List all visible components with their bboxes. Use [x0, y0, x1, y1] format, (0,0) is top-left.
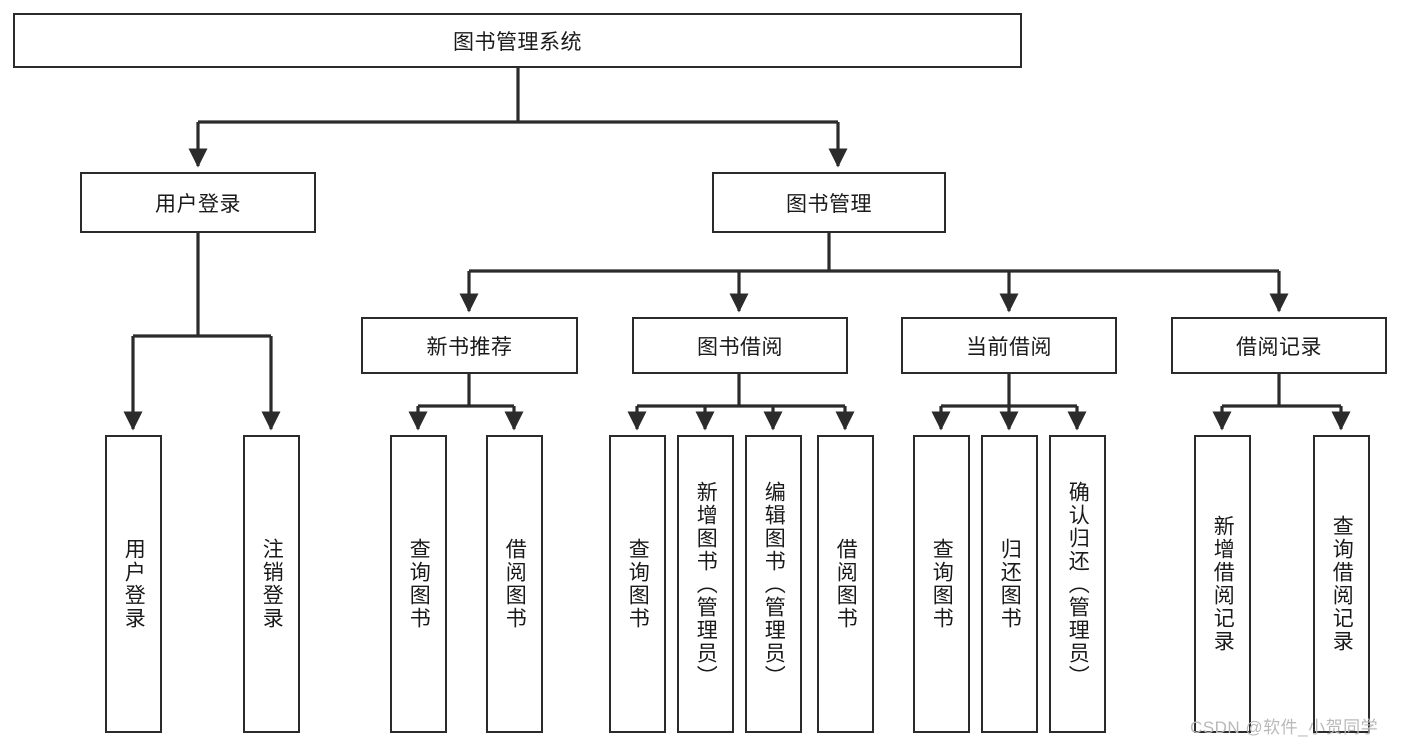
node-leaf-confirm-return-label: 确认归还（管理员） — [1066, 480, 1090, 688]
node-leaf-query-record-label: 查询借阅记录 — [1330, 515, 1354, 653]
node-current-borrow-label: 当前借阅 — [966, 335, 1052, 359]
node-user-login[interactable]: 用户登录 — [80, 172, 316, 233]
node-leaf-add-book-label: 新增图书（管理员） — [694, 480, 718, 688]
node-leaf-confirm-return[interactable]: 确认归还（管理员） — [1049, 435, 1106, 733]
watermark-text: CSDN @软件_小贺同学 — [1190, 718, 1379, 737]
node-new-book-recommend[interactable]: 新书推荐 — [361, 317, 578, 374]
node-user-login-label: 用户登录 — [155, 192, 241, 216]
node-root-label: 图书管理系统 — [453, 30, 582, 54]
node-leaf-edit-book-label: 编辑图书（管理员） — [762, 480, 786, 688]
node-leaf-query-book-1-label: 查询图书 — [407, 538, 431, 630]
node-leaf-user-login[interactable]: 用户登录 — [105, 435, 162, 733]
node-leaf-query-record[interactable]: 查询借阅记录 — [1313, 435, 1370, 733]
node-leaf-user-logout[interactable]: 注销登录 — [243, 435, 300, 733]
node-leaf-borrow-book-1-label: 借阅图书 — [503, 538, 527, 630]
node-book-manage-label: 图书管理 — [786, 192, 872, 216]
node-leaf-add-book[interactable]: 新增图书（管理员） — [677, 435, 734, 733]
node-leaf-user-login-label: 用户登录 — [122, 538, 146, 630]
node-leaf-query-book-2-label: 查询图书 — [626, 538, 650, 630]
node-leaf-query-book-1[interactable]: 查询图书 — [390, 435, 447, 733]
node-leaf-return-book[interactable]: 归还图书 — [981, 435, 1038, 733]
node-borrow-record[interactable]: 借阅记录 — [1171, 317, 1387, 374]
node-leaf-query-book-2[interactable]: 查询图书 — [609, 435, 666, 733]
node-book-borrow-label: 图书借阅 — [697, 335, 783, 359]
node-current-borrow[interactable]: 当前借阅 — [901, 317, 1117, 374]
node-leaf-edit-book[interactable]: 编辑图书（管理员） — [745, 435, 802, 733]
node-leaf-borrow-book-1[interactable]: 借阅图书 — [486, 435, 543, 733]
node-leaf-query-book-3[interactable]: 查询图书 — [913, 435, 970, 733]
node-book-manage[interactable]: 图书管理 — [712, 172, 946, 233]
node-leaf-borrow-book-2-label: 借阅图书 — [834, 538, 858, 630]
node-leaf-return-book-label: 归还图书 — [998, 538, 1022, 630]
node-leaf-add-record-label: 新增借阅记录 — [1211, 515, 1235, 653]
node-leaf-query-book-3-label: 查询图书 — [930, 538, 954, 630]
node-root[interactable]: 图书管理系统 — [13, 13, 1022, 68]
node-leaf-add-record[interactable]: 新增借阅记录 — [1194, 435, 1251, 733]
node-book-borrow[interactable]: 图书借阅 — [632, 317, 848, 374]
node-leaf-user-logout-label: 注销登录 — [260, 538, 284, 630]
node-new-book-recommend-label: 新书推荐 — [426, 335, 513, 359]
node-borrow-record-label: 借阅记录 — [1236, 335, 1322, 359]
node-leaf-borrow-book-2[interactable]: 借阅图书 — [817, 435, 874, 733]
